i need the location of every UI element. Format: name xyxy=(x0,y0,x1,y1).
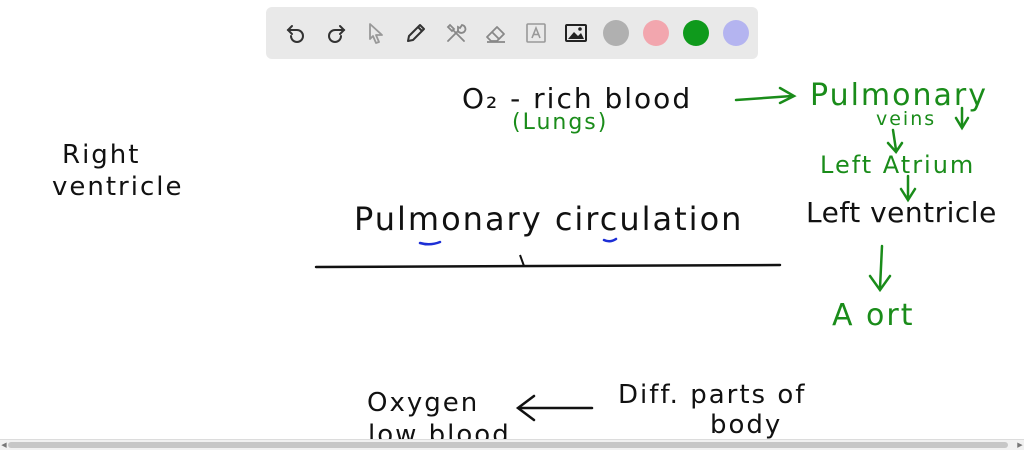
right-ventricle-label-line2: ventricle xyxy=(52,172,184,202)
arrow-atrium-to-ventricle xyxy=(899,174,917,203)
drawing-toolbar xyxy=(266,7,758,59)
title-underline xyxy=(314,263,782,269)
pencil-icon xyxy=(407,24,425,42)
pen-button[interactable] xyxy=(396,13,436,53)
pulmonary-veins-label-line1: Pulmonary xyxy=(810,78,988,113)
scroll-right-icon[interactable]: ▶ xyxy=(1017,441,1023,449)
diff-parts-of-body-label-line1: Diff. parts of xyxy=(618,380,807,410)
text-icon xyxy=(526,23,546,43)
select-button[interactable] xyxy=(356,13,396,53)
left-atrium-label: Left Atrium xyxy=(820,151,976,179)
accent-mark-cu xyxy=(602,237,618,243)
oxygen-low-blood-label-line1: Oxygen xyxy=(367,388,480,418)
redo-icon xyxy=(328,25,346,43)
eraser-icon xyxy=(486,26,505,43)
tools-button[interactable] xyxy=(436,13,476,53)
image-button[interactable] xyxy=(556,13,596,53)
o2-rich-blood-label: O₂ - rich blood xyxy=(462,82,693,115)
scrollbar-thumb[interactable] xyxy=(8,442,1008,448)
undo-icon xyxy=(286,25,304,43)
arrow-body-to-oxygen-low xyxy=(515,394,594,422)
color-swatch-gray[interactable] xyxy=(603,20,629,46)
horizontal-scrollbar[interactable]: ◀ ▶ xyxy=(0,439,1024,450)
right-ventricle-label-line1: Right xyxy=(62,140,141,170)
undo-button[interactable] xyxy=(276,13,316,53)
arrow-veins-to-atrium xyxy=(886,128,904,155)
scroll-left-icon[interactable]: ◀ xyxy=(1,441,7,449)
image-icon xyxy=(565,24,587,42)
lungs-label: (Lungs) xyxy=(512,110,609,135)
tools-icon xyxy=(446,23,467,42)
text-button[interactable] xyxy=(516,13,556,53)
color-swatch-pink[interactable] xyxy=(643,20,669,46)
arrow-veins-down xyxy=(954,106,970,131)
diagram-title: Pulmonary circulation xyxy=(354,200,744,238)
color-swatch-green[interactable] xyxy=(683,20,709,46)
arrow-ventricle-to-aorta xyxy=(868,244,892,293)
color-swatch-lavender[interactable] xyxy=(723,20,749,46)
pulmonary-veins-label-line2: veins xyxy=(876,108,937,130)
eraser-button[interactable] xyxy=(476,13,516,53)
arrow-to-pulmonary-veins xyxy=(734,86,797,105)
aorta-label: A ort xyxy=(832,298,915,333)
redo-button[interactable] xyxy=(316,13,356,53)
pointer-icon xyxy=(369,23,383,44)
diff-parts-of-body-label-line2: body xyxy=(710,410,783,440)
left-ventricle-label: Left ventricle xyxy=(806,196,997,229)
accent-mark-mo xyxy=(418,240,442,246)
title-underline-hook xyxy=(519,254,525,267)
